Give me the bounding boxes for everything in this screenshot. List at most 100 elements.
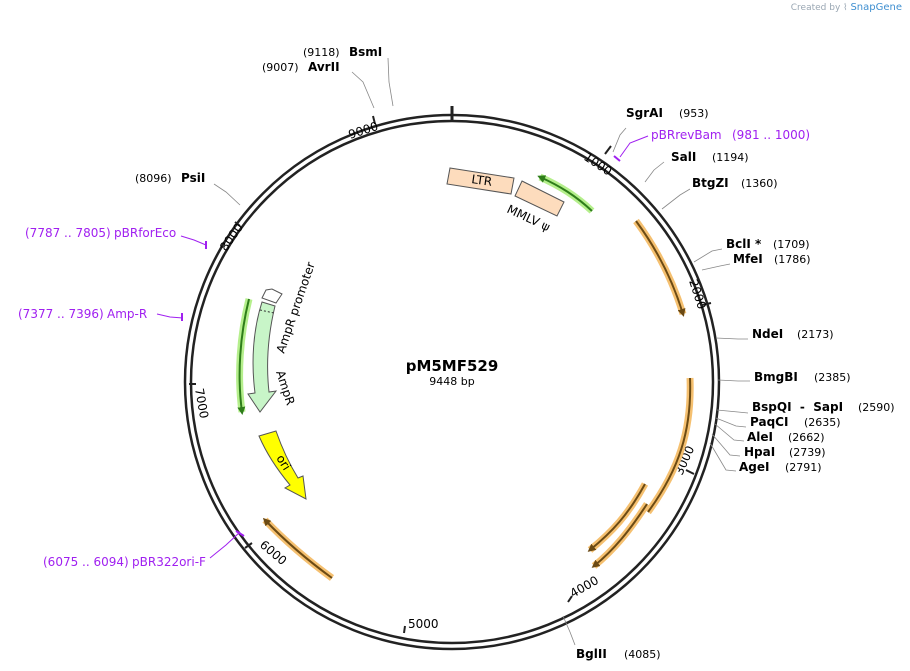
site-pos-btgzi: (1360) — [741, 177, 778, 190]
feature-ltr: LTR — [446, 167, 515, 195]
feature-ori: ori — [258, 430, 307, 500]
site-leaders — [213, 57, 750, 646]
primer-leader-pbrrevbam — [619, 135, 649, 158]
ampr-label: AmpR — [273, 369, 297, 407]
leader-paqci — [715, 417, 747, 428]
primer-mark-pbrrevbam — [613, 155, 621, 162]
backbone-inner-ring — [189, 119, 715, 645]
feature-mmlv-psi: MMLV ψ — [505, 180, 565, 234]
tick-label-4000: 4000 — [568, 573, 601, 600]
primer-range-pbrrevbam: (981 .. 1000) — [732, 128, 810, 142]
primer-range-pbrforeco: (7787 .. 7805) — [25, 226, 111, 240]
site-pos-agei: (2791) — [785, 461, 822, 474]
orf-arc-4-line — [591, 503, 648, 568]
tick-6000 — [244, 542, 253, 549]
plasmid-length: 9448 bp — [429, 375, 474, 388]
leader-bspqi — [716, 409, 749, 414]
site-name-hpai: HpaI — [744, 445, 775, 459]
site-pos-sali: (1194) — [712, 151, 749, 164]
site-name-ndei: NdeI — [752, 327, 783, 341]
orf-arc-1-line — [635, 220, 686, 317]
snapgene-watermark: Created by ⌇ SnapGene — [791, 2, 902, 13]
site-pos-bmgbi: (2385) — [814, 371, 851, 384]
tick-label-7000: 7000 — [192, 387, 211, 420]
primer-leader-amp-r — [156, 313, 184, 319]
tick-marks — [189, 115, 712, 634]
site-name-bglii: BglII — [576, 647, 607, 661]
ltr-label: LTR — [471, 172, 493, 189]
snapgene-logo-icon: ⌇ — [843, 3, 848, 13]
primer-leader-pbrforeco — [180, 235, 207, 246]
leader-hpai — [711, 433, 741, 457]
ltr-box — [446, 167, 515, 195]
orf-arc-3-line — [587, 483, 646, 552]
primer-mark-pbr322ori-f — [235, 530, 245, 537]
site-name-agei: AgeI — [739, 460, 769, 474]
leader-sgrai — [612, 127, 627, 153]
orf-arc-2-line — [647, 377, 692, 513]
tick-label-5000: 5000 — [408, 617, 439, 631]
site-pos-bcli: (1709) — [773, 238, 810, 251]
site-pos-mfei: (1786) — [774, 253, 811, 266]
site-name-avrii: AvrII — [308, 60, 340, 74]
site-labels: (9118) BsmI (9007) AvrII SgrAI (953) Sal… — [135, 45, 895, 661]
leader-sali — [644, 161, 665, 183]
site-name-alei: AleI — [747, 430, 773, 444]
primer-name-pbrforeco: pBRforEco — [114, 226, 176, 240]
site-pos-avrii: (9007) — [262, 61, 299, 74]
tick-1000 — [604, 145, 612, 155]
site-name-btgzi: BtgZI — [692, 176, 729, 190]
leader-agei — [709, 442, 737, 472]
leader-mfei — [701, 263, 731, 271]
site-name-psii: PsiI — [181, 171, 205, 185]
site-name-paqci: PaqCI — [750, 415, 788, 429]
green-orf-left-line — [237, 298, 250, 415]
leader-alei — [714, 423, 745, 442]
watermark-brand: SnapGene — [850, 2, 902, 13]
tick-5000 — [403, 625, 406, 634]
primer-leader-pbr322ori-f — [209, 531, 241, 559]
site-name-bcli: BclI * — [726, 237, 762, 251]
tick-8000 — [234, 221, 241, 227]
tick-2000 — [701, 302, 712, 306]
watermark-prefix: Created by — [790, 3, 841, 13]
leader-psii — [213, 183, 241, 206]
tick-label-2000: 2000 — [686, 278, 709, 311]
orf-arc-5-line — [262, 517, 333, 579]
green-orf-top-line — [537, 175, 593, 212]
primer-range-amp-r: (7377 .. 7396) — [18, 307, 104, 321]
primer-name-amp-r: Amp-R — [107, 307, 147, 321]
site-pos-sgrai: (953) — [679, 107, 709, 120]
site-name-sali: SalI — [671, 150, 696, 164]
leader-btgzi — [661, 188, 691, 210]
tick-4000 — [567, 595, 573, 603]
site-pos-hpai: (2739) — [789, 446, 826, 459]
primer-range-pbr322ori-f: (6075 .. 6094) — [43, 555, 129, 569]
site-pos-psii: (8096) — [135, 172, 172, 185]
site-pos-paqci: (2635) — [804, 416, 841, 429]
leader-ndei — [715, 337, 748, 340]
ampr-promoter-label: AmpR promoter — [274, 260, 318, 355]
site-name-bmgbi: BmgBI — [754, 370, 798, 384]
leader-bglii — [562, 615, 576, 646]
tick-label-1000: 1000 — [581, 150, 614, 179]
primer-name-pbr322ori-f: pBR322ori-F — [132, 555, 206, 569]
orf-arrows — [236, 173, 694, 581]
orf-arc-2 — [645, 377, 694, 515]
ampr-arrow — [247, 301, 278, 413]
leader-bsmi — [387, 57, 394, 107]
ori-arrow — [258, 430, 307, 500]
site-pos-bglii: (4085) — [624, 648, 661, 661]
tick-9000 — [372, 115, 376, 125]
site-pos-alei: (2662) — [788, 431, 825, 444]
site-name-bspqi-sapi: BspQI - SapI — [752, 400, 843, 414]
mmlv-psi-box — [514, 180, 565, 217]
tick-3000 — [685, 469, 695, 475]
site-name-sgrai: SgrAI — [626, 106, 663, 120]
primers: pBRrevBam (981 .. 1000) (7787 .. 7805) p… — [18, 128, 810, 569]
site-pos-bspqi-sapi: (2590) — [858, 401, 895, 414]
primer-name-pbrrevbam: pBRrevBam — [651, 128, 722, 142]
leader-avrii — [351, 71, 375, 109]
tick-label-9000: 9000 — [347, 119, 380, 142]
site-name-mfei: MfeI — [733, 252, 763, 266]
